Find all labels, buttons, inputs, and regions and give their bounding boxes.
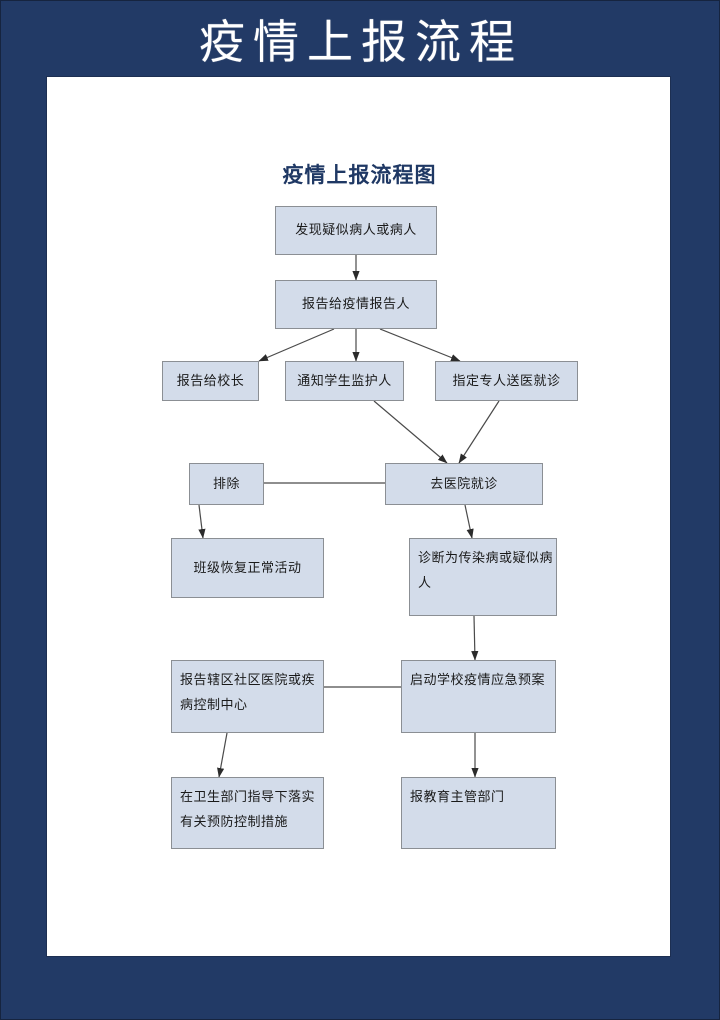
node-label: 发现疑似病人或病人 [295, 222, 417, 238]
node-discover-patient[interactable]: 发现疑似病人或病人 [275, 206, 437, 255]
node-label: 报告给校长 [176, 372, 245, 388]
edge-n2-n3 [258, 328, 335, 362]
node-label: 班级恢复正常活动 [193, 559, 302, 575]
edge-n10-n12 [217, 732, 228, 778]
node-report-to-reporter[interactable]: 报告给疫情报告人 [275, 280, 437, 329]
node-class-resume[interactable]: 班级恢复正常活动 [171, 538, 324, 598]
node-label: 指定专人送医就诊 [452, 372, 561, 388]
edge-n7-n9 [464, 504, 474, 539]
node-notify-guardian[interactable]: 通知学生监护人 [285, 361, 404, 401]
node-label: 报告给疫情报告人 [301, 296, 410, 312]
edge-n4-n7 [373, 400, 448, 464]
node-report-cdc[interactable]: 报告辖区社区医院或疾病控制中心 [171, 660, 324, 733]
node-diagnosed-infectious[interactable]: 诊断为传染病或疑似病人 [409, 538, 557, 616]
edge-n9-n11 [471, 615, 479, 661]
node-report-to-principal[interactable]: 报告给校长 [162, 361, 259, 401]
banner: 疫情上报流程 [1, 1, 720, 76]
node-label: 通知学生监护人 [297, 372, 392, 388]
node-label: 诊断为传染病或疑似病人 [418, 550, 554, 590]
node-go-hospital[interactable]: 去医院就诊 [385, 463, 543, 505]
banner-title: 疫情上报流程 [199, 16, 523, 68]
node-label: 启动学校疫情应急预案 [410, 672, 546, 687]
node-label: 在卫生部门指导下落实有关预防控制措施 [180, 789, 316, 829]
node-activate-plan[interactable]: 启动学校疫情应急预案 [401, 660, 556, 733]
edge-n5-n7 [458, 400, 500, 464]
chart-title: 疫情上报流程图 [282, 163, 437, 187]
node-exclude[interactable]: 排除 [189, 463, 264, 505]
node-label: 报告辖区社区医院或疾病控制中心 [180, 672, 316, 712]
edge-n6-n8 [198, 504, 206, 539]
edge-n2-n5 [379, 328, 461, 362]
node-implement-measures[interactable]: 在卫生部门指导下落实有关预防控制措施 [171, 777, 324, 849]
node-assign-escort[interactable]: 指定专人送医就诊 [435, 361, 578, 401]
node-label: 去医院就诊 [430, 475, 498, 491]
node-report-education-dept[interactable]: 报教育主管部门 [401, 777, 556, 849]
node-label: 报教育主管部门 [410, 789, 505, 804]
flowchart-page: 疫情上报流程图 [46, 76, 671, 957]
node-label: 排除 [212, 475, 240, 491]
